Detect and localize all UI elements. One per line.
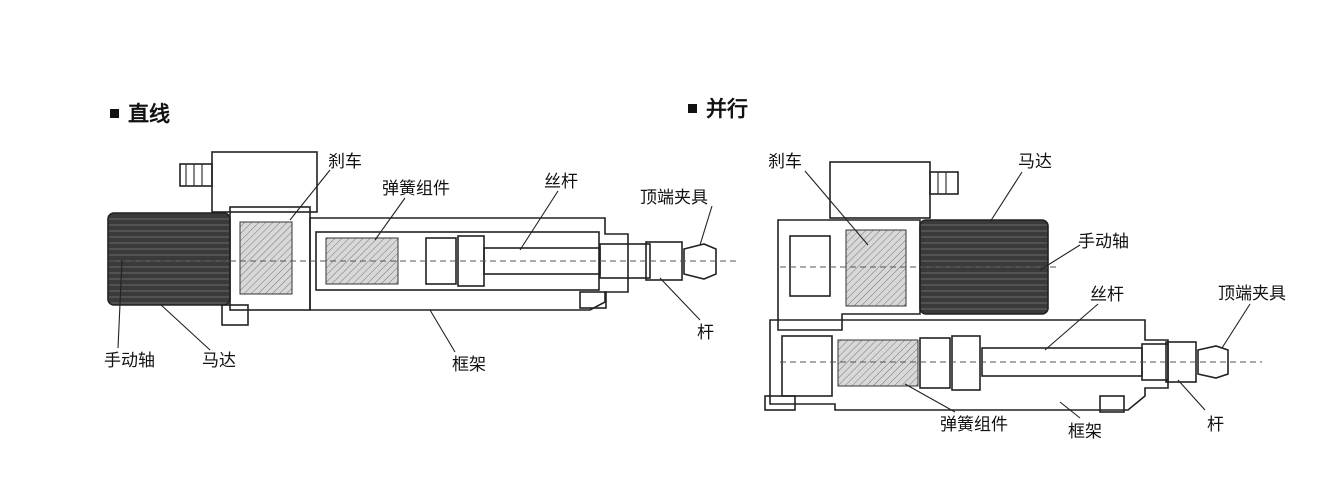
inline-label-rod: 杆 [697,323,714,343]
inline-label-spring-group: 弹簧组件 [374,179,450,241]
parallel-section: 并行 [688,97,1286,442]
inline-label-spring: 弹簧组件 [382,179,450,199]
inline-label-screw: 丝杆 [544,172,578,192]
inline-title-bullet [110,109,119,118]
inline-motor [107,212,231,306]
inline-label-clamp: 顶端夹具 [640,188,708,208]
parallel-label-spring: 弹簧组件 [940,415,1008,435]
inline-label-frame: 框架 [452,355,486,375]
parallel-label-shaft-group: 手动轴 [1039,232,1129,271]
parallel-label-screw: 丝杆 [1090,285,1124,305]
parallel-label-clamp-group: 顶端夹具 [1218,284,1286,349]
parallel-label-screw-group: 丝杆 [1044,285,1124,351]
parallel-label-motor: 马达 [1018,152,1052,172]
parallel-label-spring-group: 弹簧组件 [904,383,1008,435]
parallel-label-shaft: 手动轴 [1078,232,1129,252]
parallel-label-brake-group: 刹车 [768,152,869,246]
inline-brake-housing [211,151,318,213]
inline-label-screw-group: 丝杆 [519,172,578,251]
parallel-label-motor-group: 马达 [989,152,1052,223]
parallel-connector [929,171,959,195]
parallel-brake-housing [829,161,931,219]
parallel-actuator [764,161,1262,413]
parallel-frame [769,319,1169,411]
inline-label-motor: 马达 [202,351,236,371]
parallel-label-rod-group: 杆 [1177,379,1224,435]
parallel-label-clamp: 顶端夹具 [1218,284,1286,304]
parallel-gearbox [777,219,921,331]
inline-label-shaft-group: 手动轴 [104,259,155,371]
inline-label-clamp-group: 顶端夹具 [640,188,713,246]
parallel-clamp [1197,345,1229,379]
parallel-label-frame: 框架 [1068,422,1102,442]
inline-actuator [107,151,740,326]
inline-label-shaft: 手动轴 [104,351,155,371]
parallel-spring-assembly [837,339,919,387]
inline-section: 直线 [104,102,740,375]
inline-label-rod-group: 杆 [659,277,714,343]
inline-label-motor-group: 马达 [159,303,236,371]
inline-clamp [683,243,717,280]
parallel-title-bullet [688,104,697,113]
parallel-label-brake: 刹车 [768,152,802,172]
inline-label-brake-group: 刹车 [289,152,362,221]
inline-frame [309,217,629,311]
parallel-title: 并行 [706,97,748,121]
parallel-label-frame-group: 框架 [1059,401,1102,442]
inline-label-brake: 刹车 [328,152,362,172]
inline-connector [179,163,213,187]
inline-title: 直线 [128,102,170,126]
inline-label-frame-group: 框架 [429,309,486,375]
parallel-label-rod: 杆 [1207,415,1224,435]
